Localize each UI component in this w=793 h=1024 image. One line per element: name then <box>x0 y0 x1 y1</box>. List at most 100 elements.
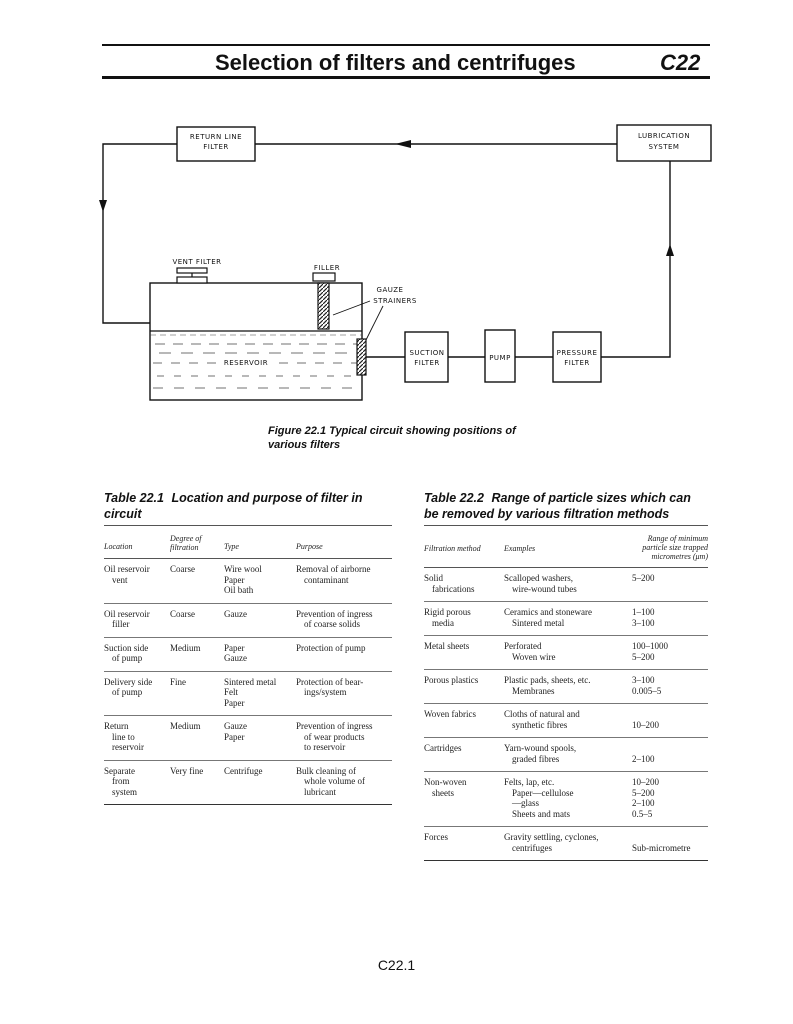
table1-header-row: Location Degree of filtration Type Purpo… <box>104 525 392 559</box>
range-cell-line: 10–200 <box>632 777 659 787</box>
purpose-cell-line: ings/system <box>304 687 347 697</box>
purpose-cell-line: Prevention of ingress <box>296 608 373 619</box>
table2-title-1: Range of particle sizes which can <box>491 491 691 505</box>
examples-cell-line: Plastic pads, sheets, etc. <box>504 675 591 685</box>
method-cell-line: Solid <box>424 573 444 583</box>
range-cell-line <box>632 709 708 720</box>
table2-caption: Table 22.2 Range of particle sizes which… <box>424 490 724 522</box>
return-line-filter: RETURN LINE FILTER <box>176 126 256 162</box>
degree-cell: Coarse <box>170 608 195 619</box>
figure-caption-text-2: various filters <box>268 439 341 451</box>
table2-header-range-1: Range of minimum <box>647 534 708 543</box>
range-cell-line <box>632 743 708 754</box>
type-cell-line: Paper <box>224 731 245 742</box>
examples-cell-line: wire-wound tubes <box>512 583 577 594</box>
examples-cell-line: Cloths of natural and <box>504 709 580 719</box>
location-cell-line: line to <box>112 731 135 742</box>
strainer-leader-2 <box>364 305 384 343</box>
table2-header-range-2: particle size trapped <box>642 543 708 552</box>
vent-filter-label: VENT FILTER <box>172 258 221 266</box>
pressure-filter-label-1: PRESSURE <box>557 349 598 357</box>
flow-arrow-down <box>99 200 107 212</box>
examples-cell-line: Sheets and mats <box>512 808 570 819</box>
type-cell-line: Paper <box>224 642 245 653</box>
examples-cell-line: Felts, lap, etc. <box>504 777 555 787</box>
table1-header-location: Location <box>104 542 133 551</box>
header-top-rule <box>102 44 710 46</box>
vent-filter: VENT FILTER <box>172 258 221 284</box>
degree-cell: Coarse <box>170 564 195 574</box>
examples-cell-line: Membranes <box>512 685 555 696</box>
flow-arrow-left <box>395 140 411 148</box>
table2: Filtration method Examples Range of mini… <box>424 525 708 861</box>
figure-caption-text-1: Typical circuit showing positions of <box>329 425 516 437</box>
purpose-cell-line: of coarse solids <box>304 619 360 629</box>
degree-cell: Fine <box>170 676 187 687</box>
table1-caption: Table 22.1 Location and purpose of filte… <box>104 490 404 522</box>
table1: Location Degree of filtration Type Purpo… <box>104 525 392 805</box>
type-cell-line: Paper <box>224 697 245 708</box>
return-line-filter-label-1: RETURN LINE <box>190 133 242 141</box>
method-cell-line: media <box>432 617 454 628</box>
figure-caption: Figure 22.1 Typical circuit showing posi… <box>268 424 568 452</box>
range-cell-line: 5–200 <box>632 573 655 583</box>
location-cell-line: of pump <box>112 687 143 697</box>
range-cell-line: 5–200 <box>632 651 655 662</box>
range-cell-line: 1–100 <box>632 607 655 617</box>
method-cell-line: fabrications <box>432 583 475 594</box>
return-line-pipe <box>102 143 177 324</box>
type-cell-line: Oil bath <box>224 585 254 595</box>
range-cell-line: 0.5–5 <box>632 808 653 819</box>
location-cell-line: vent <box>112 574 128 585</box>
pressure-filter-label-2: FILTER <box>564 359 590 367</box>
page-title: Selection of filters and centrifuges <box>215 50 576 75</box>
examples-cell-line: Woven wire <box>512 651 556 662</box>
location-cell-line: Separate <box>104 765 135 776</box>
table2-header-row: Filtration method Examples Range of mini… <box>424 525 708 568</box>
type-cell-line: Gauze <box>224 653 247 663</box>
type-cell-line: Sintered metal <box>224 676 277 687</box>
gauze-strainers-label-1: GAUZE <box>377 286 404 294</box>
gauze-strainers-label-2: STRAINERS <box>373 297 417 305</box>
purpose-cell-line: Removal of airborne <box>296 564 371 574</box>
pump: PUMP <box>484 329 516 383</box>
method-cell-line: Woven fabrics <box>424 709 477 719</box>
table2-header-range: Range of minimum particle size trapped m… <box>622 526 708 568</box>
pressure-filter: PRESSURE FILTER <box>552 331 602 383</box>
reservoir-label: RESERVOIR <box>224 359 268 367</box>
type-cell-line: Paper <box>224 574 245 585</box>
examples-cell-line: synthetic fibres <box>512 719 568 730</box>
table2-header-method: Filtration method <box>424 544 481 553</box>
degree-cell: Medium <box>170 721 201 731</box>
range-cell-line: 3–100 <box>632 617 655 628</box>
range-cell-line: 2–100 <box>632 798 655 808</box>
range-cell-line: 100–1000 <box>632 641 668 651</box>
delivery-pipe <box>601 161 671 358</box>
method-cell-line: Forces <box>424 832 448 842</box>
purpose-cell-line: to reservoir <box>304 742 346 752</box>
table1-header-degree: Degree of filtration <box>170 526 224 559</box>
table1-title-2: circuit <box>104 507 142 521</box>
lubrication-system: LUBRICATION SYSTEM <box>616 124 712 162</box>
range-cell-line: Sub-micrometre <box>632 842 691 853</box>
degree-cell: Medium <box>170 642 201 653</box>
purpose-cell-line: of wear products <box>304 731 365 742</box>
page-number: C22.1 <box>377 957 416 973</box>
location-cell-line: reservoir <box>112 742 144 752</box>
header-bottom-rule <box>102 76 710 79</box>
table1-number: Table 22.1 <box>104 491 164 505</box>
purpose-cell-line: Protection of pump <box>296 642 366 653</box>
location-cell-line: system <box>112 786 138 797</box>
type-cell-line: Gauze <box>224 608 247 619</box>
filter-circuit-diagram: RETURN LINE FILTER LUBRICATION SYSTEM RE… <box>99 124 712 401</box>
